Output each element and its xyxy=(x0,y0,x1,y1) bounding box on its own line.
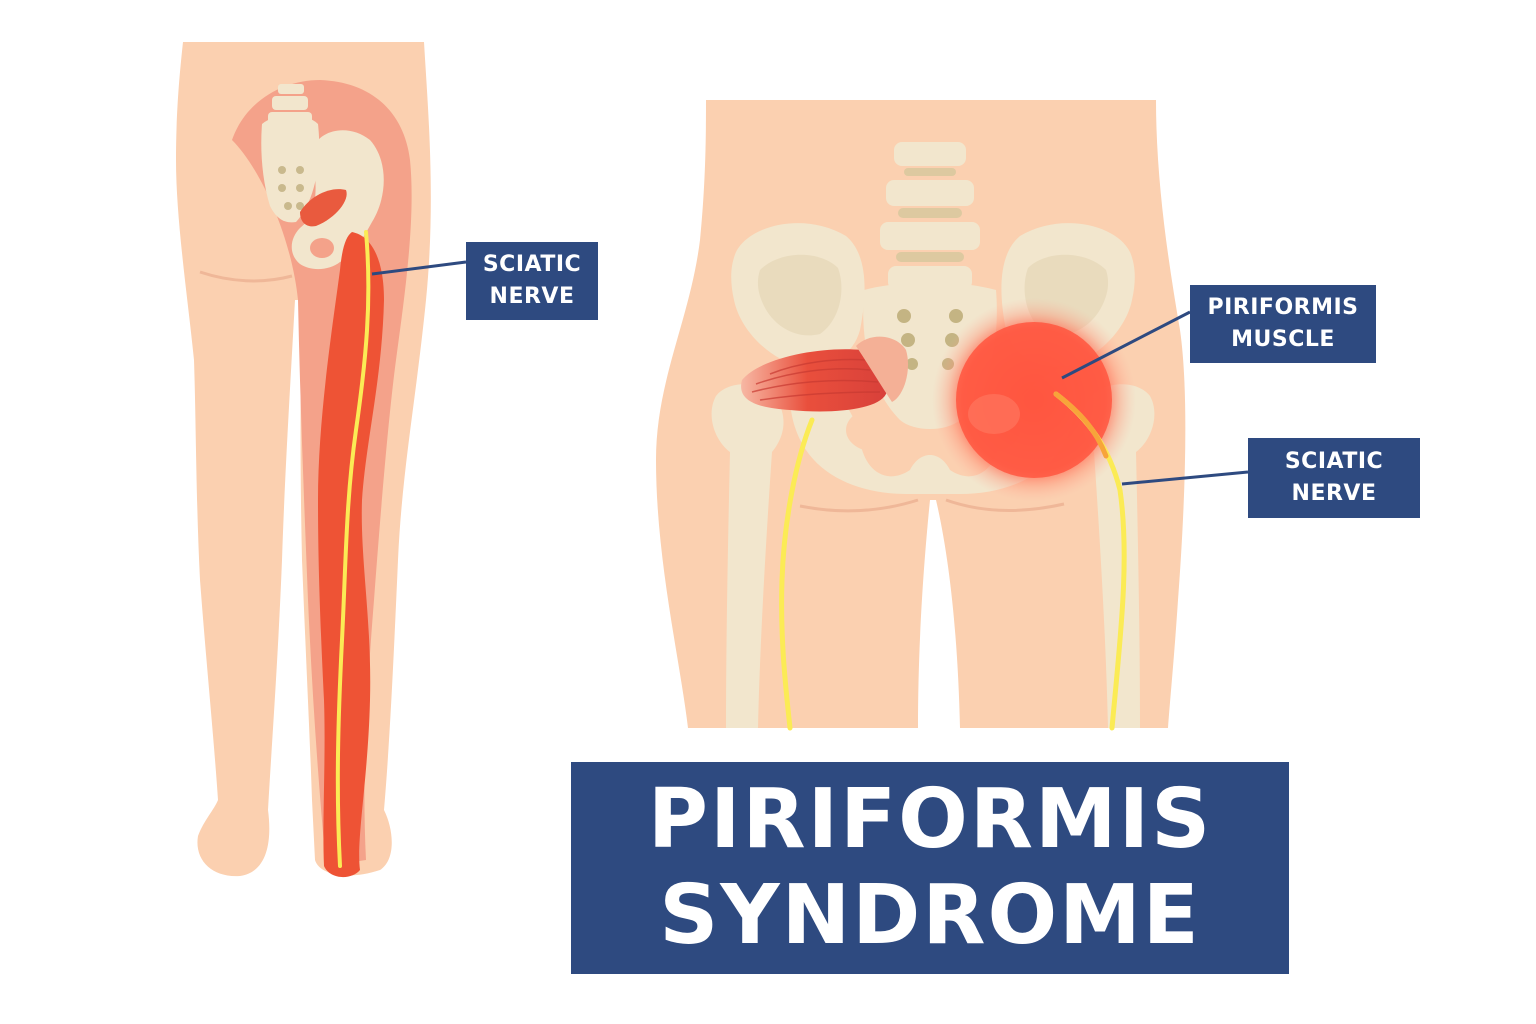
piriformis-muscle-small xyxy=(300,189,347,227)
left-iliac-inner xyxy=(757,254,842,336)
sciatic-nerve-left xyxy=(335,230,371,868)
label-line: SCIATIC xyxy=(1284,449,1384,474)
piriformis-muscle-left xyxy=(741,349,889,412)
hamstring-muscle xyxy=(318,232,384,878)
piriformis-connector xyxy=(856,336,909,402)
title-line: PIRIFORMIS xyxy=(647,772,1213,867)
buttock-crease-right xyxy=(945,498,1065,512)
back-view-figure xyxy=(176,42,467,878)
leader-line-piriformis xyxy=(1061,310,1191,380)
page-title: PIRIFORMIS SYNDROME xyxy=(571,762,1289,974)
inflamed-highlight xyxy=(968,394,1020,434)
leader-line-sciatic-right xyxy=(1121,470,1249,486)
muscle-fibers xyxy=(751,358,881,401)
vertebrae xyxy=(268,84,312,126)
sciatic-nerve-pelvis-left xyxy=(779,417,815,731)
label-line: NERVE xyxy=(1291,481,1377,506)
label-piriformis-muscle: PIRIFORMIS MUSCLE xyxy=(1190,285,1376,363)
vertebral-discs xyxy=(896,168,964,262)
sacral-foramina xyxy=(278,166,304,210)
label-line: PIRIFORMIS xyxy=(1207,295,1359,320)
title-line: SYNDROME xyxy=(659,868,1201,963)
obturator-foramen xyxy=(310,238,334,258)
obturator-left xyxy=(846,408,906,452)
buttock-crease xyxy=(199,270,293,283)
buttock-crease-left xyxy=(799,498,919,513)
left-femur xyxy=(711,384,784,728)
sacrum-bone xyxy=(261,115,320,223)
label-sciatic-nerve-left: SCIATIC NERVE xyxy=(466,242,598,320)
inflamed-piriformis xyxy=(956,322,1112,478)
leader-line-sciatic-left xyxy=(371,260,467,276)
pelvis-figure xyxy=(656,100,1249,731)
label-line: NERVE xyxy=(489,284,575,309)
sciatic-nerve-inflamed-segment xyxy=(1053,391,1109,459)
label-line: MUSCLE xyxy=(1231,327,1335,352)
label-sciatic-nerve-right: SCIATIC NERVE xyxy=(1248,438,1420,518)
label-line: SCIATIC xyxy=(482,252,582,277)
lumbar-spine xyxy=(880,142,980,290)
